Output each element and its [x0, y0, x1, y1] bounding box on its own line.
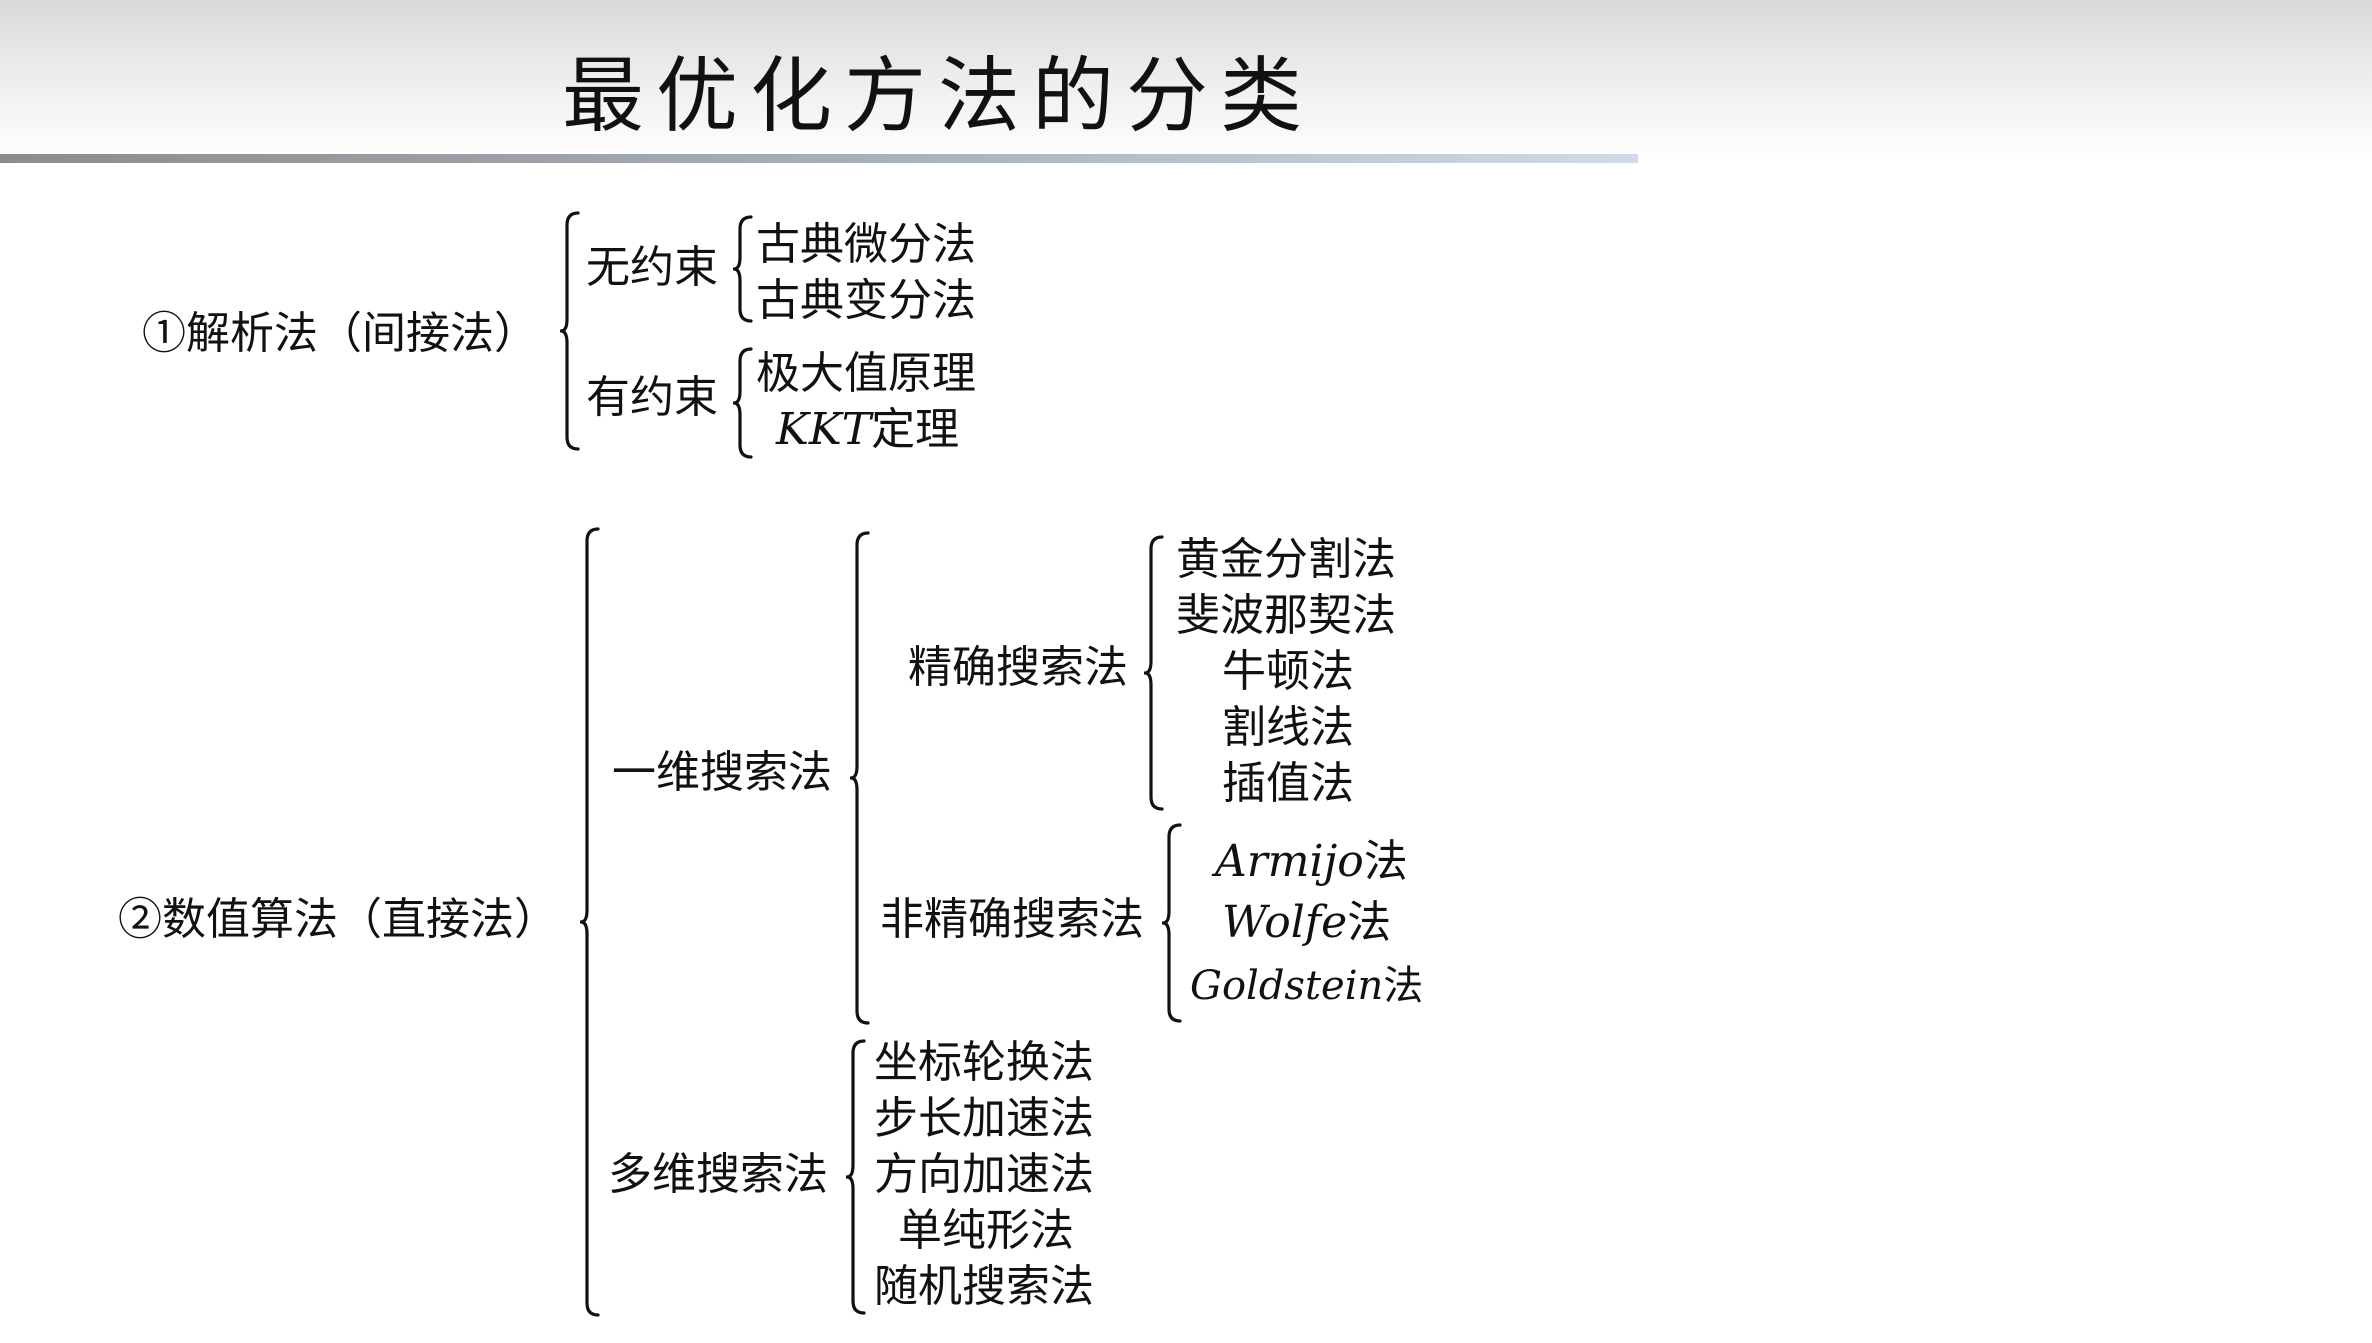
- inexact-search-item: Armijo法: [1215, 836, 1408, 887]
- inexact-search-label: 非精确搜索法: [880, 894, 1144, 945]
- brace-path: [1144, 535, 1164, 811]
- brace-path: [733, 347, 753, 459]
- exact-search-item: 插值法: [1222, 758, 1354, 809]
- brace-path: [580, 527, 600, 1317]
- constrained-brace: [733, 347, 753, 459]
- constrained-label: 有约束: [586, 372, 718, 423]
- wolfe-name: Wolfe: [1222, 897, 1348, 948]
- analytic-brace: [560, 211, 580, 451]
- constrained-item: 极大值原理: [756, 348, 976, 399]
- title-divider: [0, 154, 1638, 163]
- brace-path: [846, 1039, 866, 1315]
- numerical-method-label: ②数值算法（直接法）: [118, 894, 558, 945]
- multi-dim-item: 单纯形法: [898, 1205, 1074, 1256]
- analytic-method-label: ①解析法（间接法）: [142, 308, 538, 359]
- inexact-search-item: Goldstein法: [1190, 963, 1424, 1009]
- inexact-search-brace: [1162, 823, 1182, 1023]
- multi-dim-item: 坐标轮换法: [874, 1037, 1094, 1088]
- exact-search-label: 精确搜索法: [908, 642, 1128, 693]
- unconstrained-brace: [733, 215, 753, 323]
- unconstrained-label: 无约束: [586, 242, 718, 293]
- kkt-suffix: 定理: [871, 404, 960, 455]
- slide-title: 最优化方法的分类: [562, 49, 1315, 144]
- exact-search-item: 黄金分割法: [1176, 534, 1396, 585]
- exact-search-brace: [1144, 535, 1164, 811]
- kkt-theorem-item: KKT定理: [776, 405, 959, 455]
- exact-search-item: 割线法: [1222, 702, 1354, 753]
- numerical-brace: [580, 527, 600, 1317]
- exact-search-item: 牛顿法: [1222, 646, 1354, 697]
- header-background: [0, 0, 2372, 160]
- inexact-search-item: Wolfe法: [1222, 897, 1392, 948]
- brace-path: [850, 531, 870, 1025]
- multi-dim-item: 步长加速法: [874, 1093, 1094, 1144]
- exact-search-item: 斐波那契法: [1176, 590, 1396, 641]
- multi-dim-brace: [846, 1039, 866, 1315]
- brace-path: [560, 211, 580, 451]
- multi-dim-item: 随机搜索法: [874, 1261, 1094, 1312]
- kkt-abbreviation: KKT: [776, 404, 872, 455]
- unconstrained-item: 古典微分法: [756, 219, 976, 270]
- goldstein-name: Goldstein: [1190, 963, 1384, 1009]
- multi-dim-search-label: 多维搜索法: [608, 1149, 828, 1200]
- one-dim-brace: [850, 531, 870, 1025]
- brace-path: [733, 215, 753, 323]
- multi-dim-item: 方向加速法: [874, 1149, 1094, 1200]
- brace-path: [1162, 823, 1182, 1023]
- armijo-name: Armijo: [1215, 836, 1364, 887]
- unconstrained-item: 古典变分法: [756, 275, 976, 326]
- one-dim-search-label: 一维搜索法: [612, 747, 832, 798]
